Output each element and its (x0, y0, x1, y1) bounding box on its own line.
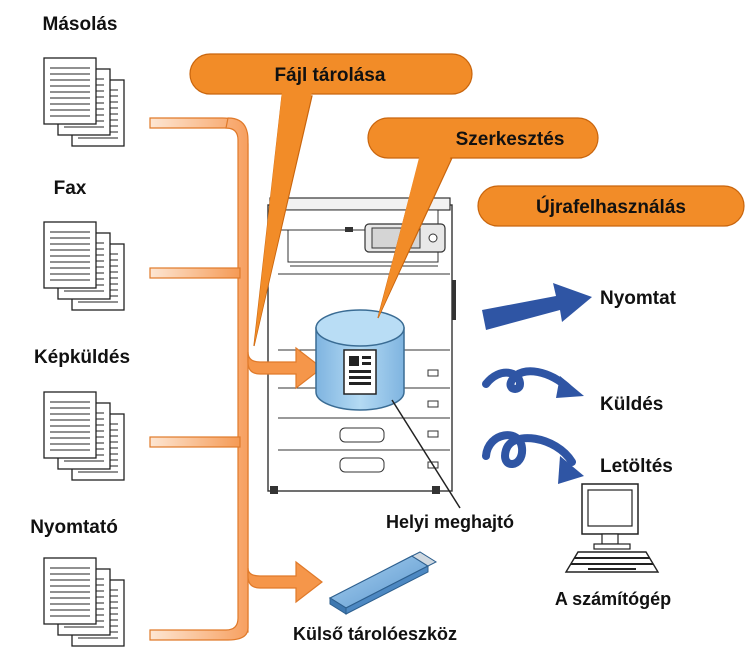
output-label-print: Nyomtat (600, 288, 677, 309)
local-drive-leader-line (391, 399, 461, 509)
source-collector-bar (149, 117, 249, 641)
callout-file-storage: Fájl tárolása (189, 53, 473, 347)
arrow-to-external-storage (247, 560, 323, 604)
source-label-scan: Képküldés (34, 347, 130, 368)
source-label-fax: Fax (54, 178, 87, 199)
callout-reuse-text: Újrafelhasználás (536, 196, 686, 218)
local-drive-icon (315, 309, 405, 411)
callout-reuse: Újrafelhasználás (477, 185, 745, 227)
external-storage-label: Külső tárolóeszköz (293, 624, 457, 644)
arrow-to-local-drive (247, 346, 323, 390)
usb-drive-icon (328, 551, 438, 615)
computer-icon (564, 483, 660, 573)
source-label-printer: Nyomtató (30, 517, 118, 538)
document-stack-icon (43, 57, 125, 147)
document-stack-icon (43, 557, 125, 647)
local-drive-label: Helyi meghajtó (386, 512, 514, 532)
output-label-download: Letöltés (600, 456, 673, 477)
output-label-send: Küldés (600, 394, 663, 415)
computer-label: A számítógép (555, 589, 671, 609)
document-stack-icon (43, 221, 125, 311)
print-arrow-icon (482, 283, 592, 330)
document-stack-icon (43, 391, 125, 481)
callout-file-storage-text: Fájl tárolása (275, 65, 386, 86)
download-arrow-icon (482, 431, 584, 484)
send-arrow-icon (482, 367, 584, 398)
source-label-copy: Másolás (43, 14, 118, 35)
callout-edit: Szerkesztés (367, 117, 599, 319)
callout-edit-text: Szerkesztés (456, 129, 565, 150)
